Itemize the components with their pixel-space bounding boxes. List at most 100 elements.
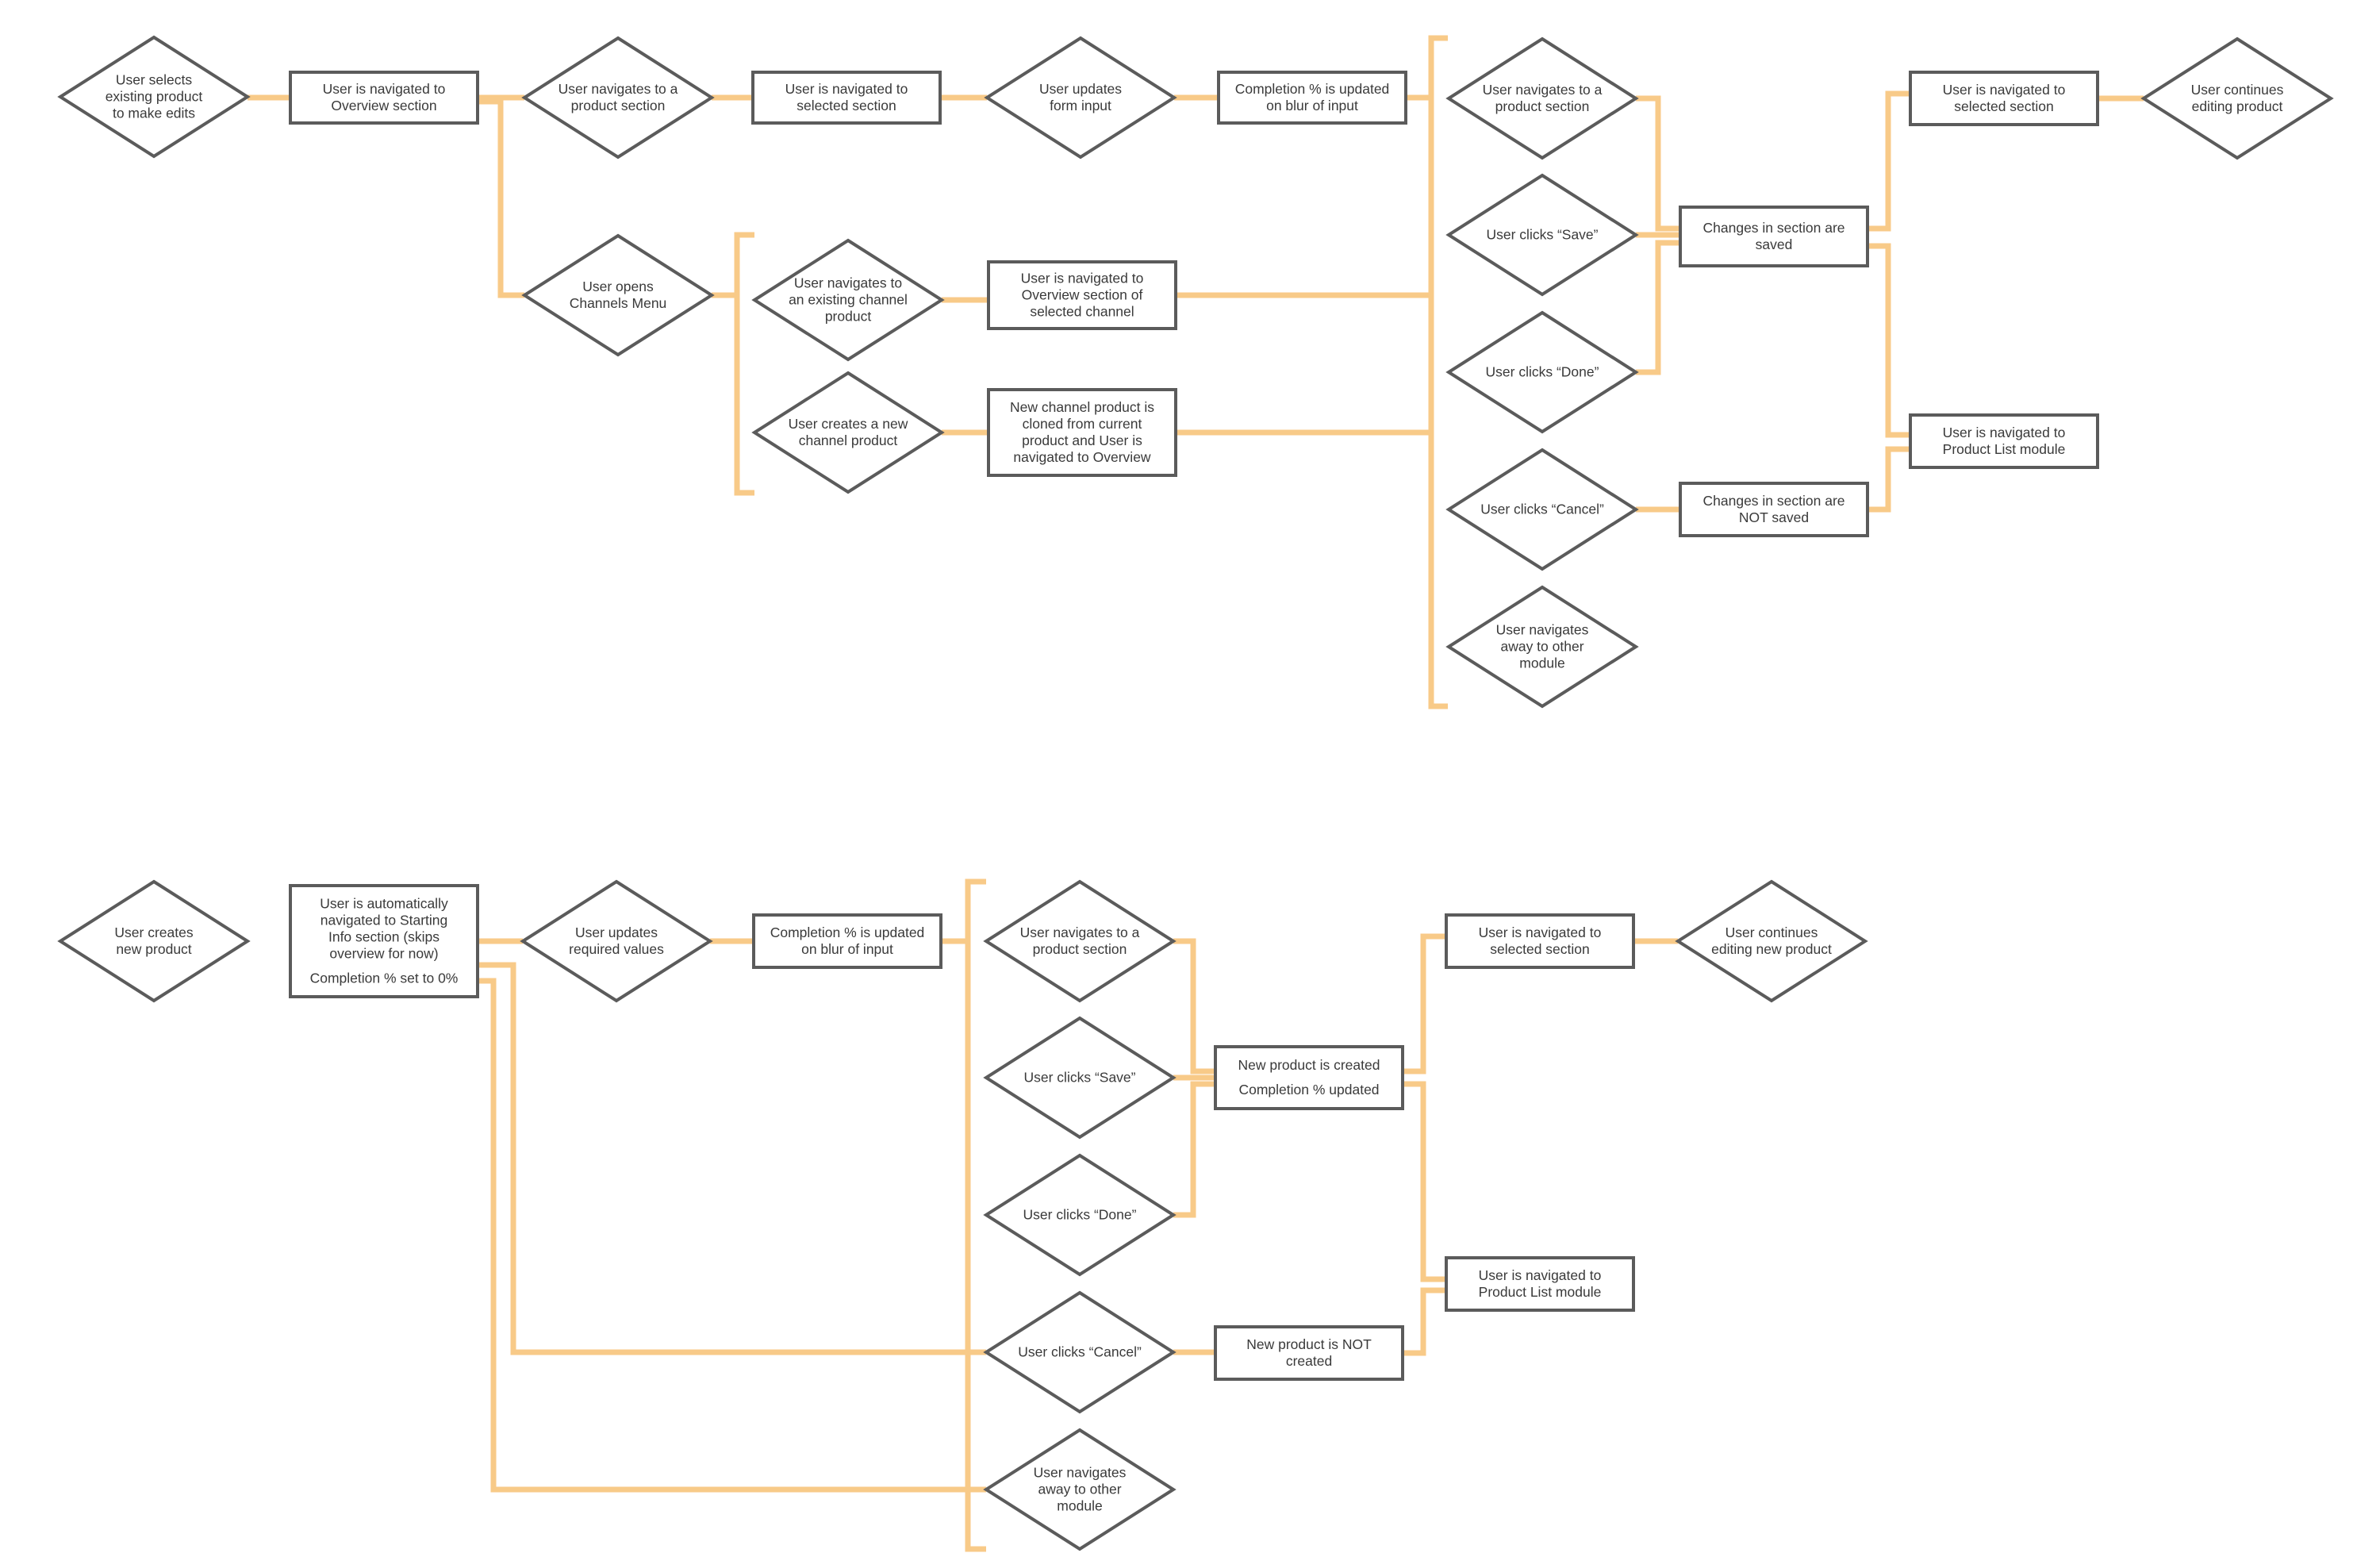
connector-line [1868, 446, 1910, 513]
connector-line [478, 98, 524, 298]
node-label-line: User selects [116, 71, 193, 87]
decision-diamond [1445, 173, 1639, 297]
node-label-line: product and User is [1022, 432, 1142, 448]
decision-diamond [751, 371, 945, 494]
node-label-line: saved [1756, 236, 1793, 252]
node-label-line: User is navigated to [1021, 270, 1144, 286]
node-label-line: Changes in section are [1703, 220, 1845, 236]
node-label-line: User creates a new [789, 416, 908, 432]
node-label-line: product [825, 308, 872, 324]
node-label-line: an existing channel [789, 291, 908, 307]
process-box [1214, 1325, 1404, 1381]
process-box [752, 913, 942, 969]
process-box [751, 71, 942, 125]
connector-line [1403, 933, 1446, 1074]
node-label-line: New product is created [1238, 1057, 1380, 1073]
process-box [289, 71, 479, 125]
decision-diamond [1445, 448, 1639, 571]
decision-diamond [983, 1290, 1177, 1414]
process-box [1909, 71, 2099, 126]
connector-line [478, 978, 986, 1493]
node-label-line: User opens [582, 279, 654, 294]
connector-line [1403, 1081, 1446, 1282]
decision-diamond [57, 879, 251, 1003]
process-box [1445, 1256, 1635, 1312]
node-label-line: User clicks “Save” [1024, 1069, 1136, 1085]
node-label-line: User navigates [1496, 621, 1589, 637]
node-label-line: User is automatically [320, 895, 448, 911]
node-label-line: Completion % is updated [770, 924, 925, 940]
decision-diamond [983, 1153, 1177, 1277]
decision-diamond [983, 1428, 1177, 1551]
node-label-line: Product List module [1479, 1284, 1602, 1300]
node-label-line: User navigates to [794, 275, 902, 290]
decision-diamond [984, 36, 1177, 160]
decision-diamond [57, 35, 251, 159]
decision-node-e14: User clicks “Done” [1445, 310, 1639, 434]
decision-diamond [1445, 585, 1639, 709]
decision-node-n7: User clicks “Done” [983, 1153, 1177, 1277]
node-label-line: navigated to Starting [321, 912, 448, 928]
decision-diamond [521, 233, 715, 357]
decision-diamond [983, 1016, 1177, 1140]
decision-diamond [2140, 37, 2334, 160]
connector-line [1636, 95, 1680, 232]
connector-line [1868, 243, 1910, 438]
node-label-line: Overview section of [1022, 286, 1143, 302]
node-label-line: New channel product is [1010, 399, 1154, 415]
node-label-line: User is navigated to [1943, 425, 2066, 440]
node-label-line: User is navigated to [323, 81, 446, 97]
node-label-line: Changes in section are [1703, 493, 1845, 509]
decision-diamond [751, 238, 945, 362]
node-label-line: User continues [2191, 82, 2284, 98]
connectors [248, 35, 2144, 1552]
node-label-line: Info section (skips [328, 928, 440, 944]
decision-diamond [521, 36, 715, 160]
node-extra-label: Completion % updated [1238, 1082, 1379, 1097]
node-label-line: User updates [575, 924, 658, 940]
node-label-line: User is navigated to [1943, 82, 2066, 98]
node-label-line: User navigates to a [1483, 82, 1603, 98]
decision-node-n8: User clicks “Cancel” [983, 1290, 1177, 1414]
decision-node-n6: User clicks “Save” [983, 1016, 1177, 1140]
node-label-line: New product is NOT [1246, 1336, 1372, 1352]
process-box [1679, 482, 1869, 537]
node-label-line: away to other [1038, 1481, 1121, 1497]
node-label-line: existing product [106, 88, 203, 104]
node-label-line: Product List module [1943, 441, 2066, 457]
node-label-line: product section [1033, 941, 1127, 957]
node-label-line: form input [1050, 98, 1111, 113]
node-label-line: User is navigated to [1479, 924, 1602, 940]
node-label-line: module [1519, 655, 1564, 671]
node-label-line: User clicks “Cancel” [1018, 1343, 1142, 1359]
node-label-line: Completion % is updated [1235, 81, 1390, 97]
node-label-line: on blur of input [1266, 98, 1358, 113]
node-label-line: User clicks “Done” [1023, 1206, 1137, 1222]
node-label-line: editing new product [1711, 941, 1832, 957]
connector-line [1173, 938, 1215, 1074]
decision-node-e15: User clicks “Cancel” [1445, 448, 1639, 571]
node-label-line: User navigates to a [559, 81, 678, 97]
node-label-line: channel product [799, 432, 898, 448]
decision-diamond [1675, 879, 1868, 1003]
decision-node-e13: User clicks “Save” [1445, 173, 1639, 297]
node-label-line: Channels Menu [570, 295, 667, 311]
node-label-line: selected channel [1030, 303, 1134, 319]
node-label-line: User navigates to a [1020, 924, 1140, 940]
